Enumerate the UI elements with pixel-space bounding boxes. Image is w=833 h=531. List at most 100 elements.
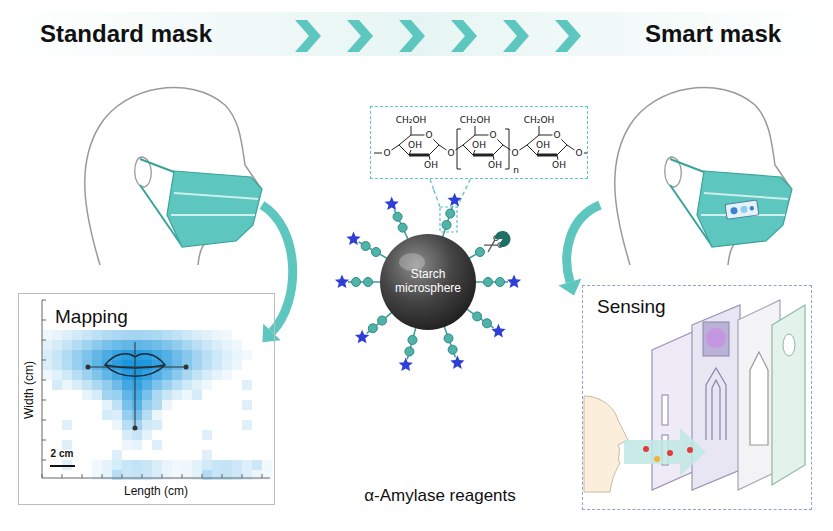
heat-cell (82, 370, 92, 380)
sensor-patch (725, 200, 759, 219)
heat-cell (112, 450, 122, 460)
chem-atom-label: O (382, 148, 391, 158)
heat-cell (112, 360, 122, 370)
heat-cell (132, 340, 142, 350)
crosshair-dot (133, 426, 138, 431)
heat-cell (182, 390, 192, 400)
arrow-head (558, 279, 581, 296)
heat-cell (92, 380, 102, 390)
ring-bond (473, 154, 493, 157)
glucose-bead (442, 220, 451, 229)
heat-cell (172, 460, 182, 470)
heat-cell (132, 420, 142, 430)
scissors-blade (484, 239, 498, 252)
mask-fold (171, 193, 258, 215)
heat-cell (122, 340, 132, 350)
starch-strand (466, 308, 494, 328)
heat-cell (232, 460, 242, 470)
ring-bond (409, 154, 429, 157)
chevron-arrow (399, 20, 425, 52)
heat-cell (122, 410, 132, 420)
starch-strand (367, 312, 393, 334)
heat-cell (252, 460, 262, 470)
heat-cell (42, 360, 52, 370)
heat-cell (102, 370, 112, 380)
heat-cell (202, 360, 212, 370)
sensing-panel: Sensing (582, 285, 812, 510)
chevron-arrow (347, 20, 373, 52)
panel-title: Mapping (55, 306, 128, 328)
chem-atom-label: O (552, 130, 561, 140)
heat-cell (242, 400, 252, 410)
heat-cell (112, 340, 122, 350)
dye-star (399, 358, 413, 372)
heat-cell (82, 340, 92, 350)
heat-cell (202, 380, 212, 390)
axis-title: Length (cm) (124, 485, 188, 499)
layer-slot (662, 395, 668, 425)
heat-cell (72, 340, 82, 350)
heat-cell (62, 370, 72, 380)
glucose-bead (352, 278, 361, 287)
aerosol-particle (654, 456, 660, 462)
flow-channel (706, 368, 726, 440)
heat-cell (222, 360, 232, 370)
heat-cell (82, 330, 92, 340)
heat-cell (182, 360, 192, 370)
dye-star (447, 193, 461, 207)
face-mask (167, 171, 262, 247)
heat-cell (142, 340, 152, 350)
glucose-bead (444, 334, 453, 343)
glucose-bead (446, 209, 455, 218)
heat-cell (42, 330, 52, 340)
heat-cell (102, 380, 112, 390)
standard-mask-head (85, 88, 262, 265)
heat-cell (52, 340, 62, 350)
heat-cell (62, 380, 72, 390)
chem-atom-label: O (424, 130, 433, 140)
heat-cell (222, 350, 232, 360)
dye-star (346, 232, 360, 246)
heat-cell (202, 450, 212, 460)
sensor-layer (692, 305, 740, 490)
heat-cell (182, 460, 192, 470)
chem-atom-label: OH (471, 140, 487, 150)
chem-atom-label: O (446, 148, 455, 158)
heat-cell (52, 380, 62, 390)
heat-cell (182, 370, 192, 380)
smart-mask-head (615, 88, 792, 265)
heat-cell (52, 350, 62, 360)
heat-cell (92, 390, 102, 400)
sensor-dot (749, 206, 754, 211)
heat-cell (62, 420, 72, 430)
heat-cell (172, 390, 182, 400)
heat-cell (162, 330, 172, 340)
glucose-bead (368, 324, 377, 333)
heat-cell (132, 460, 142, 470)
heat-cell (242, 460, 252, 470)
heat-cell (132, 390, 142, 400)
heat-cell (102, 460, 112, 470)
heat-cell (82, 350, 92, 360)
starch-microsphere: Starch microsphere (333, 190, 523, 376)
heat-cell (202, 330, 212, 340)
glucose-bead (484, 278, 493, 287)
aerosol-particle (643, 446, 649, 452)
inlet-hole (783, 334, 795, 356)
leader-line (457, 179, 470, 207)
heat-cell (192, 390, 202, 400)
sensor-dot (740, 205, 748, 213)
heat-cell (232, 360, 242, 370)
chem-atom-label: OH (551, 160, 567, 170)
flow-channel (750, 352, 768, 445)
heat-cell (172, 370, 182, 380)
dashed-connector (430, 179, 434, 190)
sensor-dot (730, 207, 738, 215)
heat-cell (122, 330, 132, 340)
heat-cell (92, 360, 102, 370)
face-mask (697, 171, 792, 247)
heat-cell (112, 400, 122, 410)
glucose-bead (364, 278, 373, 287)
heat-cell (112, 420, 122, 430)
